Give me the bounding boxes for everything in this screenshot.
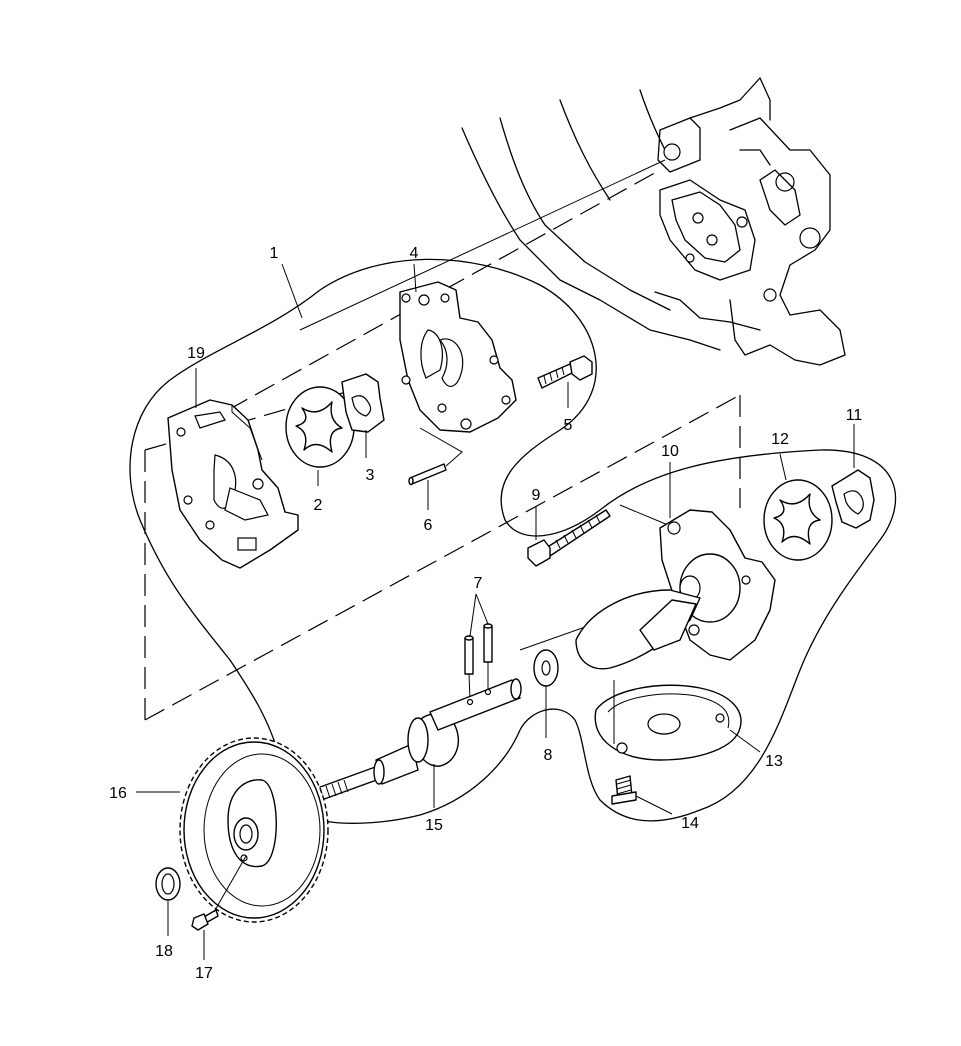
- callout-5: 5: [564, 417, 573, 434]
- callout-11: 11: [846, 407, 863, 424]
- part-9-long-bolt: [527, 509, 611, 567]
- callout-14: 14: [681, 815, 699, 832]
- callout-8: 8: [544, 747, 553, 764]
- callout-18: 18: [155, 943, 173, 960]
- part-17-bolt: [191, 855, 247, 931]
- callout-1: 1: [270, 245, 279, 262]
- pump-assembly-outline: [129, 258, 897, 824]
- callout-12: 12: [771, 431, 789, 448]
- part-4-pump-body-plate: [399, 281, 517, 433]
- callout-10: 10: [661, 443, 679, 460]
- part-8-washer: [533, 649, 559, 687]
- callout-6: 6: [424, 517, 433, 534]
- oil-strainer-assembly: [575, 589, 701, 670]
- leader-lines: [136, 263, 855, 960]
- callout-3: 3: [366, 467, 375, 484]
- part-18-washer: [155, 867, 181, 901]
- engine-block-housing: [461, 77, 846, 366]
- part-3-inner-rotor: [341, 373, 385, 433]
- part-2-outer-rotor: [285, 386, 355, 468]
- part-16-drive-gear: [179, 737, 329, 923]
- callout-16: 16: [109, 785, 127, 802]
- callout-9: 9: [532, 487, 541, 504]
- part-14-screw: [611, 775, 637, 805]
- callout-4: 4: [410, 245, 419, 262]
- callout-19: 19: [187, 345, 205, 362]
- callout-2: 2: [314, 497, 323, 514]
- part-6-dowel-pin: [408, 427, 463, 486]
- part-13-strainer-screen: [594, 680, 742, 761]
- callout-17: 17: [195, 965, 213, 982]
- part-5-bolt: [537, 355, 593, 389]
- part-19-pump-cover-plate: [167, 399, 299, 569]
- callout-labels: 1 2 3 4 5 6 7 8 9 10 11 12 13 14 15 16 1…: [109, 245, 862, 982]
- callout-13: 13: [765, 753, 783, 770]
- callout-15: 15: [425, 817, 443, 834]
- part-11-inner-rotor: [831, 469, 875, 529]
- part-7-pins: [464, 623, 493, 701]
- callout-7: 7: [474, 575, 483, 592]
- part-12-outer-rotor: [763, 479, 833, 561]
- part-15-drive-shaft: [309, 678, 522, 803]
